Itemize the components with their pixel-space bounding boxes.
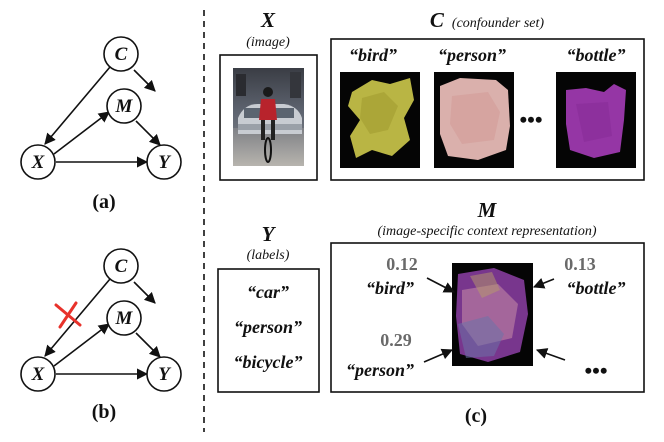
node-y-label: Y	[158, 364, 172, 385]
causal-graph-b: C M X Y (b)	[20, 248, 182, 423]
c-box-subtitle: (confounder set)	[452, 16, 544, 31]
node-c: C	[103, 36, 139, 72]
arrow-person	[423, 348, 454, 363]
label-bicycle: “bicycle”	[234, 352, 303, 372]
node-y: Y	[146, 144, 182, 180]
node-m: M	[106, 88, 142, 124]
confounder-label-bottle: “bottle”	[567, 45, 626, 65]
caption-c: (c)	[465, 405, 487, 427]
arrow-bottle	[532, 278, 555, 289]
node-m-label: M	[115, 308, 134, 329]
edge-m-y	[135, 332, 161, 358]
bottle-mask-image	[556, 72, 636, 168]
node-y: Y	[146, 356, 182, 392]
weight-label-bottle: “bottle”	[567, 278, 626, 298]
label-person: “person”	[234, 317, 302, 337]
caption-b: (b)	[92, 401, 116, 423]
y-box	[217, 268, 320, 393]
node-c: C	[103, 248, 139, 284]
node-x: X	[20, 144, 56, 180]
arrow-bird	[426, 277, 455, 293]
label-car: “car”	[247, 282, 289, 302]
weight-label-bird: “bird”	[366, 278, 414, 298]
edge-c-m	[133, 281, 156, 304]
weight-value-bird: 0.12	[386, 254, 418, 274]
edge-c-x-cut	[44, 278, 111, 357]
x-box-title: X	[260, 8, 276, 32]
arrow-right-lower	[535, 348, 566, 361]
m-box-subtitle: (image-specific context representation)	[378, 224, 597, 239]
edge-m-y	[135, 120, 161, 146]
confounder-ellipsis: •••	[519, 107, 542, 132]
edge-c-x	[44, 66, 111, 145]
m-box-title: M	[477, 198, 498, 222]
x-box-subtitle: (image)	[246, 35, 290, 50]
caption-a: (a)	[92, 191, 115, 213]
red-x-cut-icon	[54, 301, 82, 329]
edge-x-m	[53, 323, 110, 367]
c-box-title: C	[430, 8, 445, 32]
weight-label-person: “person”	[346, 360, 414, 380]
panel-c: X (image) C (confounder set) “bird”	[217, 8, 645, 427]
cyclist-photo	[233, 68, 304, 166]
node-y-label: Y	[158, 152, 172, 173]
context-ellipsis: •••	[584, 358, 607, 383]
node-c-label: C	[115, 256, 128, 277]
node-x-label: X	[31, 152, 46, 173]
y-box-subtitle: (labels)	[247, 248, 290, 263]
node-x-label: X	[31, 364, 46, 385]
confounder-label-person: “person”	[438, 45, 506, 65]
node-m-label: M	[115, 96, 134, 117]
person-mask-image	[434, 72, 514, 168]
causal-graph-a: C M X Y (a)	[20, 36, 182, 213]
node-x: X	[20, 356, 56, 392]
edge-c-m	[133, 69, 156, 92]
context-blend-image	[452, 263, 533, 366]
node-m: M	[106, 300, 142, 336]
weight-value-person: 0.29	[380, 330, 412, 350]
confounder-label-bird: “bird”	[349, 45, 397, 65]
edge-x-m	[53, 111, 110, 155]
bird-mask-image	[340, 72, 420, 168]
node-c-label: C	[115, 44, 128, 65]
y-box-title: Y	[262, 222, 277, 246]
c-box-heading: C (confounder set)	[430, 8, 544, 32]
weight-value-bottle: 0.13	[564, 254, 596, 274]
